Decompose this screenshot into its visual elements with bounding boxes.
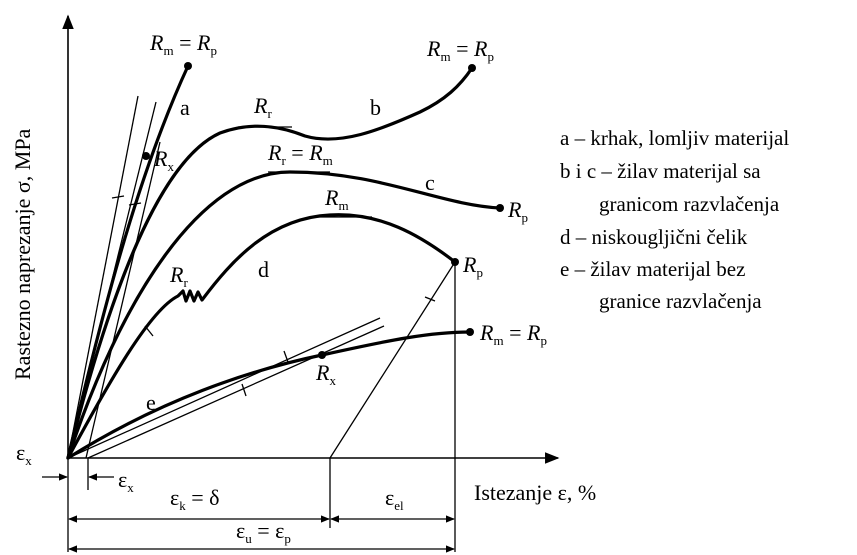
legend-line-d: d – niskougljični čelik bbox=[560, 225, 748, 249]
curve-a-letter: a bbox=[180, 95, 190, 120]
label-e-rx: Rx bbox=[315, 360, 336, 388]
curve-e bbox=[66, 330, 472, 460]
label-a-end: Rm = Rp bbox=[149, 30, 217, 58]
curve-d bbox=[66, 213, 457, 460]
legend-line-bc: b i c – žilav materijal sa bbox=[560, 159, 761, 183]
label-c-top: Rr = Rm bbox=[267, 140, 333, 168]
curve-d-letter: d bbox=[258, 257, 269, 282]
curve-c bbox=[66, 170, 502, 460]
legend-line-bc-cont: granicom razvlačenja bbox=[599, 192, 780, 216]
label-a-rx: Rx bbox=[153, 146, 174, 174]
tick-mark bbox=[283, 350, 289, 363]
strain-k-label: εk = δ bbox=[170, 485, 220, 513]
curve-b bbox=[66, 66, 474, 460]
curve-c-letter: c bbox=[425, 170, 435, 195]
legend-line-e: e – žilav materijal bez bbox=[560, 257, 745, 281]
offset-line-e bbox=[87, 325, 385, 459]
label-c-end: Rp bbox=[507, 197, 528, 225]
tick-mark bbox=[111, 195, 125, 199]
point-e-rx bbox=[318, 351, 326, 359]
y-axis-label: Rastezno naprezanje σ, MPa bbox=[10, 128, 35, 380]
point-d-end bbox=[451, 258, 459, 266]
label-d-top: Rm bbox=[324, 185, 349, 213]
curve-b-letter: b bbox=[370, 95, 381, 120]
strain-u-label: εu = εp bbox=[236, 518, 291, 546]
strain-origin-label: εx bbox=[16, 440, 32, 468]
modulus-line-e1 bbox=[67, 317, 381, 459]
point-b-end bbox=[468, 64, 476, 72]
legend-line-a: a – krhak, lomljiv materijal bbox=[560, 126, 789, 150]
curve-e-letter: e bbox=[146, 390, 156, 415]
point-c-end bbox=[496, 204, 504, 212]
x-axis-label: Istezanje ε, % bbox=[474, 480, 596, 505]
tick-mark bbox=[241, 383, 247, 397]
point-a-rx bbox=[142, 152, 150, 160]
label-b-end: Rm = Rp bbox=[426, 36, 494, 64]
point-a-end bbox=[184, 62, 192, 70]
label-d-yield: Rr bbox=[169, 262, 188, 290]
legend: a – krhak, lomljiv materijal b i c – žil… bbox=[560, 126, 789, 313]
modulus-line-a1 bbox=[67, 95, 139, 459]
unload-line-d bbox=[329, 261, 456, 459]
label-d-end: Rp bbox=[462, 252, 483, 280]
label-e-end: Rm = Rp bbox=[479, 320, 547, 348]
point-e-end bbox=[466, 328, 474, 336]
legend-line-e-cont: granice razvlačenja bbox=[599, 289, 762, 313]
tick-mark bbox=[424, 296, 436, 302]
strain-offset-label: εx bbox=[118, 467, 134, 495]
label-b-yield: Rr bbox=[253, 93, 272, 121]
strain-el-label: εel bbox=[385, 485, 404, 513]
